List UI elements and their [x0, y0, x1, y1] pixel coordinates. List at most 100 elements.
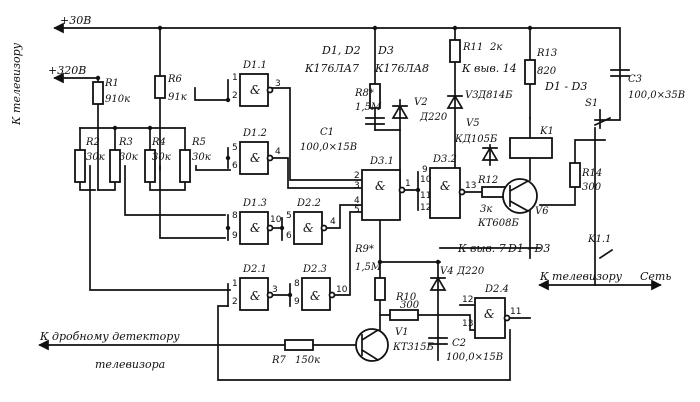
svg-text:V5: V5	[466, 118, 480, 129]
svg-text:R8*: R8*	[354, 88, 374, 99]
svg-text:6: 6	[286, 231, 292, 241]
component-labels: R1 910к R6 91к R2 30к R3 30к R4 30к R5 3…	[85, 42, 685, 366]
resistor-r4	[144, 149, 156, 183]
svg-text:30к: 30к	[86, 152, 105, 163]
svg-text:4: 4	[330, 217, 336, 227]
diode-v4	[429, 276, 447, 291]
relay-k1	[509, 137, 553, 159]
svg-text:D2.1: D2.1	[242, 264, 267, 275]
svg-text:150к: 150к	[295, 355, 320, 366]
svg-text:1: 1	[232, 279, 238, 289]
svg-text:100,0×15В: 100,0×15В	[300, 142, 357, 153]
svg-text:1,5М: 1,5М	[355, 262, 382, 273]
svg-text:КД105Б: КД105Б	[454, 134, 498, 145]
logic-gates	[239, 73, 511, 339]
svg-text:&: &	[250, 151, 261, 165]
svg-text:100,0×15В: 100,0×15В	[446, 352, 503, 363]
resistor-r1	[92, 81, 104, 105]
svg-text:2к: 2к	[489, 42, 502, 53]
svg-text:C2: C2	[452, 338, 466, 349]
svg-text:9: 9	[422, 165, 428, 175]
resistor-r3	[109, 149, 121, 183]
svg-text:C1: C1	[320, 127, 334, 138]
pin-numbers: 1 2 3 5 6 4 8 9 10 5 6 4 1 2 3 8 9 10 2 …	[232, 73, 521, 329]
svg-text:V4: V4	[440, 266, 454, 277]
resistor-r10	[389, 309, 419, 321]
svg-text:8: 8	[232, 211, 238, 221]
svg-text:R7: R7	[271, 355, 287, 366]
svg-text:10: 10	[270, 215, 282, 225]
svg-text:R1: R1	[104, 78, 119, 89]
svg-text:Д814Б: Д814Б	[477, 90, 513, 101]
svg-text:Д220: Д220	[419, 112, 448, 123]
label-d1d2-type: К176ЛА7	[304, 62, 359, 75]
svg-text:КТ608Б: КТ608Б	[477, 218, 519, 229]
svg-text:K1.1: K1.1	[587, 234, 611, 245]
diode-v5	[481, 146, 499, 161]
svg-text:91к: 91к	[168, 92, 187, 103]
wiring	[38, 22, 662, 381]
svg-text:D2.2: D2.2	[296, 198, 321, 209]
svg-text:V3: V3	[465, 90, 479, 101]
resistors	[74, 39, 581, 351]
svg-text:3: 3	[275, 79, 281, 89]
capacitor-c2	[428, 337, 448, 345]
svg-text:R14: R14	[581, 168, 602, 179]
svg-text:&: &	[303, 221, 314, 235]
svg-text:6: 6	[232, 161, 238, 171]
svg-text:&: &	[250, 221, 261, 235]
svg-text:R5: R5	[191, 137, 206, 148]
svg-text:D1.3: D1.3	[242, 198, 267, 209]
svg-text:3к: 3к	[480, 204, 492, 215]
label-pin14: К выв. 14	[461, 62, 517, 75]
capacitors	[365, 69, 630, 345]
svg-text:30к: 30к	[192, 152, 211, 163]
svg-text:12: 12	[420, 203, 431, 213]
svg-text:10: 10	[336, 285, 348, 295]
resistor-r8	[369, 83, 381, 109]
svg-text:D3.2: D3.2	[432, 154, 457, 165]
svg-text:100,0×35В: 100,0×35В	[628, 90, 685, 101]
label-network: Сеть	[640, 270, 671, 283]
svg-text:12: 12	[462, 295, 473, 305]
svg-text:R6: R6	[167, 74, 183, 85]
svg-text:910к: 910к	[105, 94, 130, 105]
svg-text:30к: 30к	[152, 152, 171, 163]
transistors	[355, 178, 538, 362]
svg-text:1: 1	[405, 179, 411, 189]
switch-s1	[593, 109, 612, 129]
resistor-r6	[154, 75, 166, 99]
svg-text:300: 300	[582, 182, 602, 193]
svg-text:&: &	[250, 83, 261, 97]
label-to-tv-bottom: К телевизору	[539, 270, 623, 283]
svg-text:1: 1	[232, 73, 238, 83]
label-fractional-detector: К дробному детектору	[39, 330, 180, 343]
svg-text:R13: R13	[536, 48, 557, 59]
label-pin7b: D1 - D3	[507, 242, 550, 255]
capacitor-c1	[365, 117, 385, 125]
svg-text:R4: R4	[151, 137, 166, 148]
svg-text:R2: R2	[85, 137, 100, 148]
label-d3-type: К176ЛА8	[374, 62, 429, 75]
svg-text:K1: K1	[539, 126, 554, 137]
svg-text:D1.1: D1.1	[242, 60, 267, 71]
svg-text:3: 3	[354, 181, 360, 191]
label-plus320: +320В	[48, 64, 86, 77]
svg-text:820: 820	[537, 66, 557, 77]
svg-text:10: 10	[420, 175, 432, 185]
gate-d31	[361, 169, 401, 221]
label-pin7: К выв. 7	[457, 242, 506, 255]
svg-text:5: 5	[286, 211, 292, 221]
svg-text:R3: R3	[118, 137, 133, 148]
resistor-r14	[569, 162, 581, 188]
labels: К телевизору +30В +320В D1, D2 К176ЛА7 D…	[10, 14, 671, 371]
svg-text:4: 4	[354, 196, 360, 206]
label-d1d2: D1, D2	[321, 44, 361, 57]
svg-text:&: &	[484, 307, 495, 321]
svg-text:9: 9	[294, 297, 300, 307]
label-d3: D3	[377, 44, 394, 57]
svg-text:11: 11	[510, 307, 521, 317]
gate-d11	[239, 73, 269, 107]
label-pin14b: D1 - D3	[544, 80, 587, 93]
